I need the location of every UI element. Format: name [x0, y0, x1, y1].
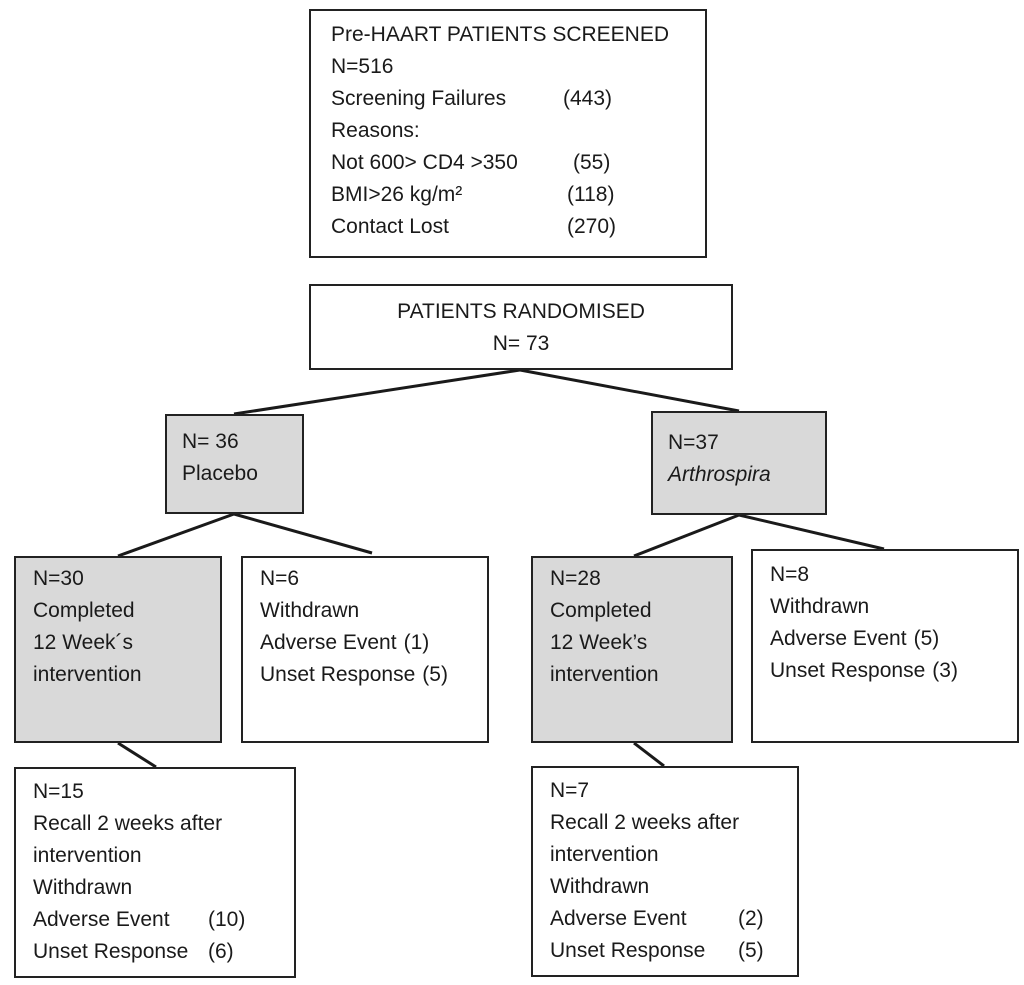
reason-bmi-row: BMI>26 kg/m² (118) — [331, 179, 705, 211]
arthrospira-recall-line1: Recall 2 weeks after — [550, 811, 740, 834]
arthrospira-recall-adverse-label: Adverse Event — [550, 907, 687, 930]
arthrospira-recall-line2: intervention — [550, 843, 659, 866]
reason-cd4-row: Not 600> CD4 >350 (55) — [331, 147, 705, 179]
placebo-arm-n: N= 36 — [182, 430, 239, 453]
placebo-completed-box: N=30 Completed 12 Week´s intervention — [14, 556, 222, 743]
arthrospira-withdrawn-adverse-value: (5) — [913, 627, 940, 650]
placebo-recall-n: N=15 — [33, 780, 84, 803]
connector-placebo-to-withdrawn — [233, 512, 373, 555]
placebo-recall-unset-value: (6) — [208, 940, 234, 963]
placebo-withdrawn-adverse-label: Adverse Event — [260, 631, 397, 654]
arthrospira-recall-unset-label: Unset Response — [550, 939, 706, 962]
reason-bmi-value: (118) — [567, 183, 615, 206]
placebo-withdrawn-n: N=6 — [260, 567, 300, 590]
screened-box: Pre-HAART PATIENTS SCREENED N=516 Screen… — [309, 9, 707, 258]
arthrospira-recall-adverse-row: Adverse Event (2) — [550, 903, 797, 935]
placebo-completed-line1: Completed — [33, 599, 135, 622]
screening-failures-row: Screening Failures (443) — [331, 83, 705, 115]
placebo-withdrawn-unset-value: (5) — [422, 663, 448, 686]
placebo-completed-n: N=30 — [33, 567, 84, 590]
reason-contact-value: (270) — [567, 215, 617, 238]
connector-randomised-to-placebo — [233, 368, 521, 416]
arthrospira-recall-adverse-value: (2) — [738, 907, 764, 930]
reason-bmi-label: BMI>26 kg/m² — [331, 183, 463, 206]
arthrospira-arm-label: Arthrospira — [668, 463, 771, 486]
arthrospira-arm-box: N=37 Arthrospira — [651, 411, 827, 515]
screening-failures-value: (443) — [563, 87, 613, 110]
arthrospira-withdrawn-n: N=8 — [770, 563, 810, 586]
placebo-arm-box: N= 36 Placebo — [165, 414, 304, 514]
reason-contact-row: Contact Lost (270) — [331, 211, 705, 243]
reason-cd4-value: (55) — [573, 151, 611, 174]
placebo-recall-unset-label: Unset Response — [33, 940, 189, 963]
placebo-completed-line2: 12 Week´s — [33, 631, 133, 654]
connector-placebo-to-completed — [117, 512, 235, 558]
placebo-recall-line1: Recall 2 weeks after — [33, 812, 223, 835]
placebo-recall-box: N=15 Recall 2 weeks after intervention W… — [14, 767, 296, 978]
arthrospira-completed-box: N=28 Completed 12 Week’s intervention — [531, 556, 733, 743]
placebo-recall-adverse-row: Adverse Event (10) — [33, 904, 294, 936]
arthrospira-withdrawn-unset-value: (3) — [932, 659, 958, 682]
screened-title: Pre-HAART PATIENTS SCREENED — [331, 23, 670, 46]
randomised-n: N= 73 — [492, 332, 550, 355]
placebo-withdrawn-box: N=6 Withdrawn Adverse Event (1) Unset Re… — [241, 556, 489, 743]
connector-arthrospira-to-withdrawn — [738, 513, 885, 551]
randomised-box: PATIENTS RANDOMISED N= 73 — [309, 284, 733, 370]
placebo-withdrawn-unset-row: Unset Response (5) — [260, 659, 487, 691]
connector-arthrospira-completed-to-recall — [633, 741, 665, 768]
reason-cd4-label: Not 600> CD4 >350 — [331, 151, 518, 174]
placebo-withdrawn-adverse-row: Adverse Event (1) — [260, 627, 487, 659]
placebo-recall-adverse-label: Adverse Event — [33, 908, 170, 931]
placebo-completed-line3: intervention — [33, 663, 142, 686]
arthrospira-recall-n: N=7 — [550, 779, 590, 802]
placebo-arm-label: Placebo — [182, 462, 258, 485]
arthrospira-completed-line1: Completed — [550, 599, 652, 622]
placebo-withdrawn-adverse-value: (1) — [403, 631, 430, 654]
arthrospira-recall-line3: Withdrawn — [550, 875, 650, 898]
randomised-title: PATIENTS RANDOMISED — [397, 300, 645, 323]
connector-placebo-completed-to-recall — [117, 741, 157, 769]
arthrospira-recall-unset-row: Unset Response (5) — [550, 935, 797, 967]
arthrospira-recall-unset-value: (5) — [738, 939, 764, 962]
arthrospira-withdrawn-unset-label: Unset Response — [770, 659, 926, 682]
reasons-label: Reasons: — [331, 119, 420, 142]
placebo-recall-adverse-value: (10) — [208, 908, 246, 931]
placebo-recall-line3: Withdrawn — [33, 876, 133, 899]
arthrospira-recall-box: N=7 Recall 2 weeks after intervention Wi… — [531, 766, 799, 977]
reason-contact-label: Contact Lost — [331, 215, 449, 238]
placebo-recall-unset-row: Unset Response (6) — [33, 936, 294, 968]
placebo-withdrawn-unset-label: Unset Response — [260, 663, 416, 686]
placebo-withdrawn-line1: Withdrawn — [260, 599, 360, 622]
arthrospira-withdrawn-line1: Withdrawn — [770, 595, 870, 618]
screening-failures-label: Screening Failures — [331, 87, 507, 110]
screened-n: N=516 — [331, 55, 394, 78]
arthrospira-withdrawn-unset-row: Unset Response (3) — [770, 655, 1017, 687]
arthrospira-withdrawn-box: N=8 Withdrawn Adverse Event (5) Unset Re… — [751, 549, 1019, 743]
connector-arthrospira-to-completed — [633, 513, 740, 558]
arthrospira-completed-line3: intervention — [550, 663, 659, 686]
placebo-recall-line2: intervention — [33, 844, 142, 867]
arthrospira-withdrawn-adverse-label: Adverse Event — [770, 627, 907, 650]
connector-randomised-to-arthrospira — [519, 368, 740, 413]
arthrospira-completed-n: N=28 — [550, 567, 601, 590]
arthrospira-arm-n: N=37 — [668, 431, 719, 454]
arthrospira-withdrawn-adverse-row: Adverse Event (5) — [770, 623, 1017, 655]
arthrospira-completed-line2: 12 Week’s — [550, 631, 648, 654]
